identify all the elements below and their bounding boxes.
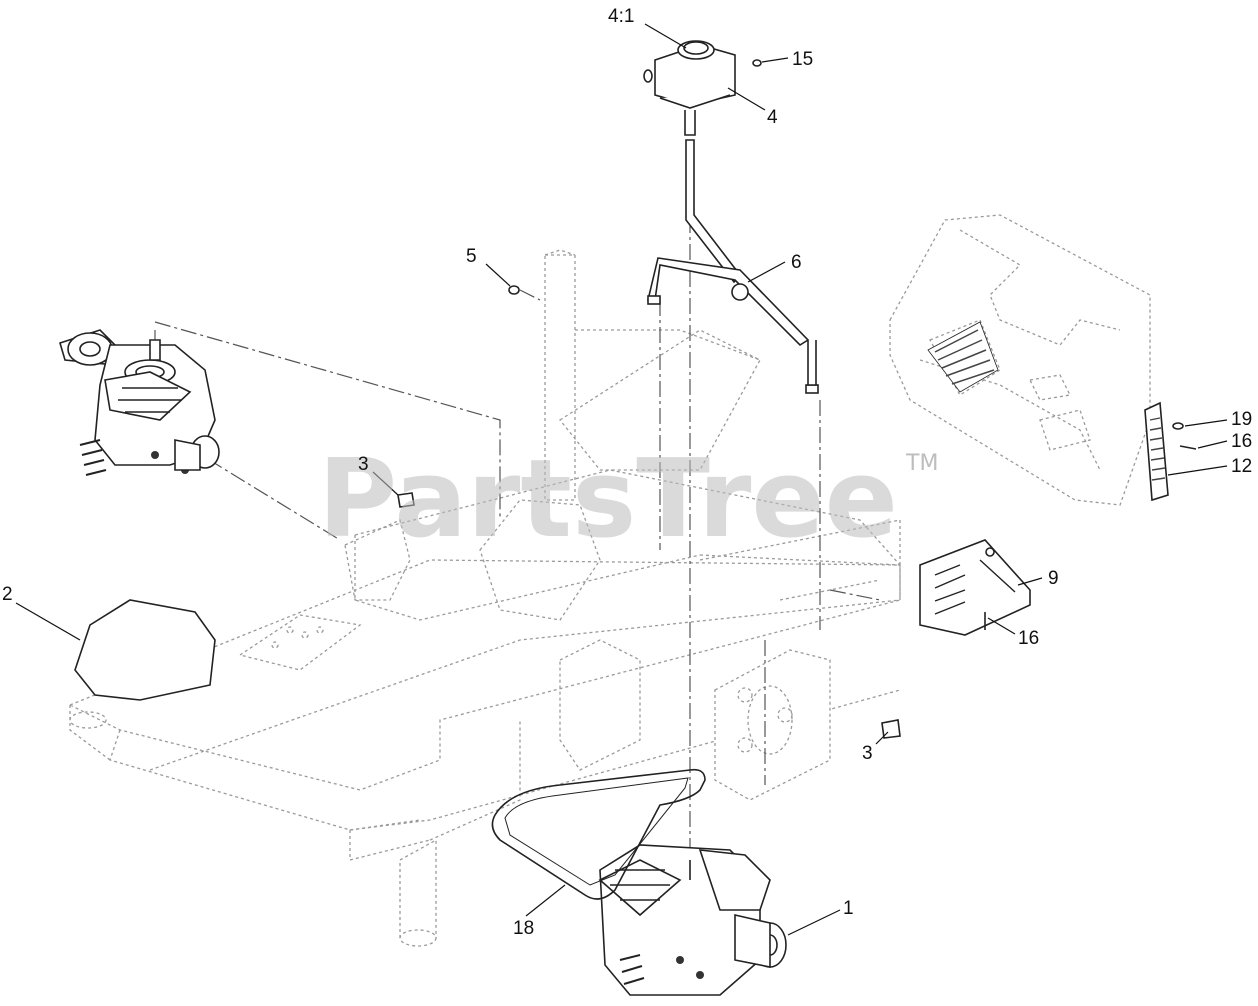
callout-4-1: 4:1 <box>608 6 634 27</box>
callout-16-upper: 16 <box>1231 431 1252 452</box>
callout-5: 5 <box>466 246 477 267</box>
callout-6: 6 <box>791 252 802 273</box>
callout-18: 18 <box>513 918 534 939</box>
mower-frame <box>68 249 901 947</box>
hydraulic-hose <box>646 139 819 394</box>
fitting-5 <box>508 285 520 295</box>
grille-12 <box>1144 401 1197 502</box>
heat-shield-9 <box>919 539 1031 636</box>
left-transaxle <box>59 329 220 701</box>
callout-9: 9 <box>1048 568 1059 589</box>
callout-4: 4 <box>767 107 778 128</box>
watermark-trademark: TM <box>905 451 938 476</box>
callout-15: 15 <box>792 49 813 70</box>
callout-leaders <box>15 23 1228 936</box>
right-side-shield-plate <box>889 214 1151 506</box>
callout-3-lower: 3 <box>862 743 873 764</box>
callout-2: 2 <box>2 584 13 605</box>
callout-16-lower: 16 <box>1018 628 1039 649</box>
callout-1: 1 <box>843 898 854 919</box>
callout-12: 12 <box>1231 456 1252 477</box>
screw-15 <box>752 59 762 67</box>
bolt-3-upper <box>397 492 415 508</box>
watermark-text: PartsTree <box>318 437 898 562</box>
callout-labels: 4:1 15 4 5 6 3 19 16 12 2 9 16 3 1 18 <box>2 6 1252 939</box>
watermark: PartsTree TM <box>318 437 938 562</box>
right-transaxle <box>598 844 787 996</box>
hydraulic-reservoir <box>643 40 736 136</box>
drive-belt <box>491 768 706 900</box>
callout-19: 19 <box>1231 409 1252 430</box>
callout-3-upper: 3 <box>358 454 369 475</box>
